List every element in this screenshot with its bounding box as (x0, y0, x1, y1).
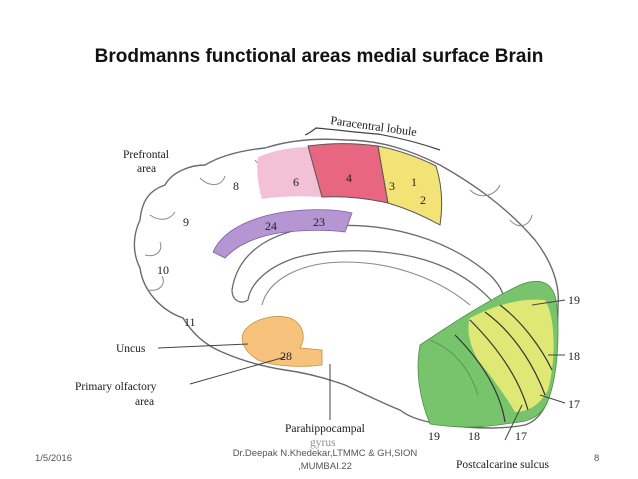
footer-author: Dr.Deepak N.Khedekar,LTMMC & GH,SION ,MU… (220, 447, 430, 473)
area-24-number: 24 (265, 219, 277, 233)
footer-author-line-2: ,MUMBAI.22 (298, 461, 352, 472)
area-17-right-number: 17 (568, 397, 580, 411)
paracentral-bracket (304, 127, 441, 151)
area-10-number: 10 (157, 263, 169, 277)
occipital-yellow-region (468, 299, 554, 412)
olfactory-label-2: area (135, 396, 154, 408)
area-3-1-2 (377, 145, 443, 226)
footer-author-line-1: Dr.Deepak N.Khedekar,LTMMC & GH,SION (232, 448, 418, 459)
prefrontal-label-2: area (137, 163, 156, 175)
occipital-sulci (454, 304, 553, 423)
area-18-bottom-number: 18 (468, 429, 480, 443)
footer-date: 1/5/2016 (35, 453, 72, 464)
page-number: 8 (594, 453, 600, 464)
olfactory-pointer (189, 356, 286, 385)
area-28-number: 28 (280, 349, 292, 363)
fornix-line (261, 261, 471, 306)
calcarine-line (429, 339, 479, 396)
area-2-number: 2 (420, 193, 426, 207)
slide-title: Brodmanns functional areas medial surfac… (94, 46, 544, 67)
area-9-number: 9 (183, 215, 189, 229)
paracentral-label: Paracentral lobule (330, 113, 418, 139)
area-28 (241, 316, 323, 367)
area-18-right-number: 18 (568, 349, 580, 363)
area-6-number: 6 (293, 175, 299, 189)
area-8-number: 8 (233, 179, 239, 193)
prefrontal-label-1: Prefrontal (123, 149, 169, 161)
a17-right-pointer (539, 394, 566, 404)
area-3-number: 3 (389, 179, 395, 193)
area-6 (257, 147, 322, 199)
area-19-right-number: 19 (568, 293, 580, 307)
parahippocampal-label-2: gyrus (310, 437, 336, 449)
uncus-label: Uncus (116, 343, 146, 355)
area-23-number: 23 (313, 215, 325, 229)
uncus-pointer (157, 343, 249, 349)
area-1-number: 1 (411, 175, 417, 189)
area-11-number: 11 (184, 315, 196, 329)
olfactory-label-1: Primary olfactory (75, 381, 157, 393)
parahippocampal-label-1: Parahippocampal (285, 423, 365, 435)
area-19-bottom-number: 19 (428, 429, 440, 443)
a19-right-pointer (531, 299, 566, 306)
postcalcarine-pointer (504, 404, 523, 441)
postcalcarine-label: Postcalcarine sulcus (456, 459, 549, 471)
area-17-bottom-number: 17 (515, 429, 527, 443)
area-4-number: 4 (346, 171, 352, 185)
cingulate-area (212, 209, 353, 259)
